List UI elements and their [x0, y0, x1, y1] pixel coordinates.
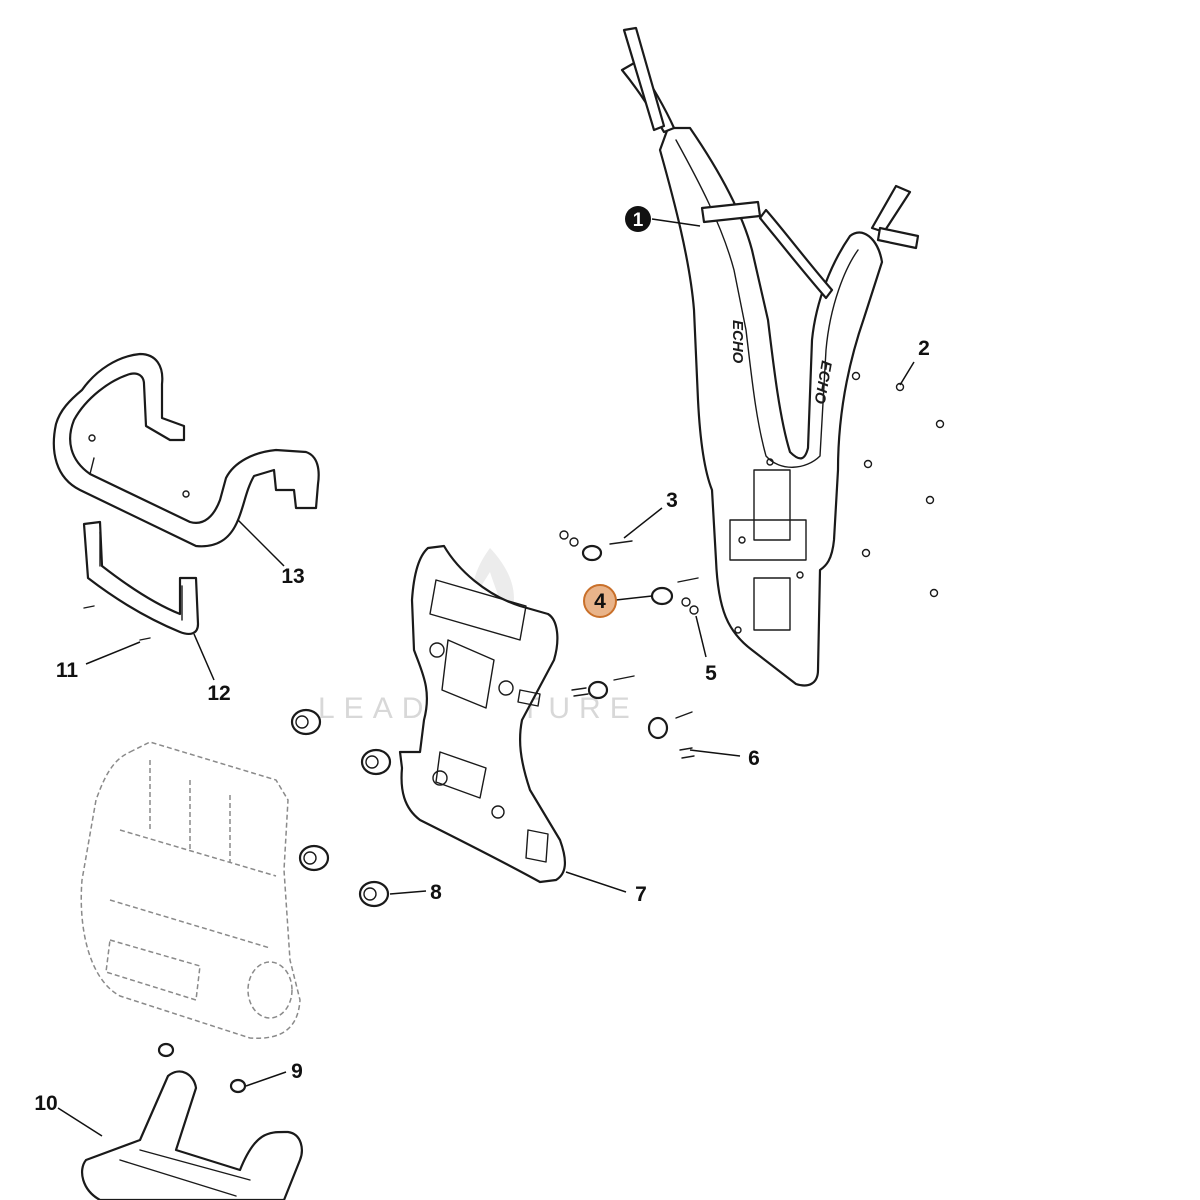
mounting-plate — [398, 544, 566, 884]
callout-4-badge — [583, 584, 617, 618]
leader-lines — [57, 218, 915, 1137]
callout-2-label[interactable]: 2 — [918, 337, 930, 360]
screws-part-2 — [851, 371, 945, 598]
callout-12-label[interactable]: 12 — [207, 682, 230, 705]
engine-ghost-outline — [80, 741, 301, 1039]
callout-7-label[interactable]: 7 — [635, 883, 647, 906]
u-bar — [82, 520, 200, 635]
callout-4[interactable]: 4 — [583, 584, 617, 618]
frame-logo-left: ECHO — [729, 320, 746, 364]
callout-3-label[interactable]: 3 — [666, 489, 678, 512]
callout-10-label[interactable]: 10 — [34, 1092, 57, 1115]
callout-6-label[interactable]: 6 — [748, 747, 760, 770]
callout-13-label[interactable]: 13 — [281, 565, 304, 588]
callout-8-label[interactable]: 8 — [430, 881, 442, 904]
callout-4-label: 4 — [594, 590, 606, 613]
bolts-and-washers — [559, 530, 699, 759]
grommets — [290, 708, 392, 908]
top-handle — [52, 352, 320, 548]
callout-9-label[interactable]: 9 — [291, 1060, 303, 1083]
callout-11-label[interactable]: 11 — [56, 659, 79, 682]
callout-1-label: 1 — [633, 210, 644, 231]
callout-5-label[interactable]: 5 — [705, 662, 717, 685]
backpack-frame: ECHO ECHO — [620, 26, 920, 687]
callout-1[interactable]: 1 — [625, 206, 651, 232]
base-bracket — [81, 1070, 303, 1200]
callout-1-badge — [625, 206, 651, 232]
rubber-caps — [157, 1042, 247, 1094]
small-screws — [83, 605, 151, 641]
